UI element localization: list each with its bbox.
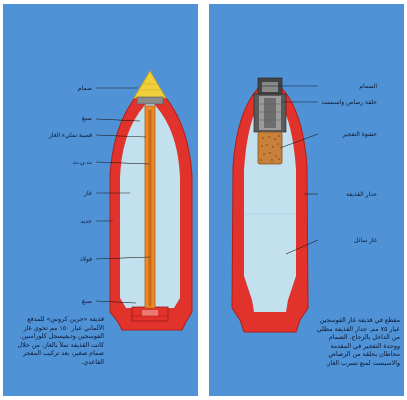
label-tnt-left: ت.ن.ت: [72, 159, 92, 166]
label-wedge-top-left: صبغ: [81, 115, 92, 122]
label-burster-tube-left: قصبة تمليء الغاز: [49, 132, 92, 139]
label-shell-wall-right: جدار القذيفة: [346, 191, 377, 198]
label-steel-left: فولاذ: [79, 256, 92, 263]
caption-right: مقطع في قذيفة غاز الفوسجين عيار ٧٥ مم. ج…: [316, 317, 400, 367]
label-wedge-bottom-left: صبغ: [81, 298, 92, 305]
label-liquid-gas-right: غاز سائل: [354, 237, 377, 244]
label-burster-charge-right: حشوة التفجير: [342, 131, 377, 138]
label-fuze-right: الصمام: [359, 83, 377, 90]
label-gas-left: غاز: [84, 190, 92, 197]
label-fuze-left: صمام: [77, 85, 92, 92]
right-gas-cavity: [244, 90, 296, 312]
label-iron-left: حديد: [80, 218, 92, 225]
caption-left: قذيفة «جرين كروس» للمدفع الألماني عيار ١…: [17, 316, 105, 366]
label-lead-ring-right: حلقة رصاص واسبست: [321, 99, 377, 106]
